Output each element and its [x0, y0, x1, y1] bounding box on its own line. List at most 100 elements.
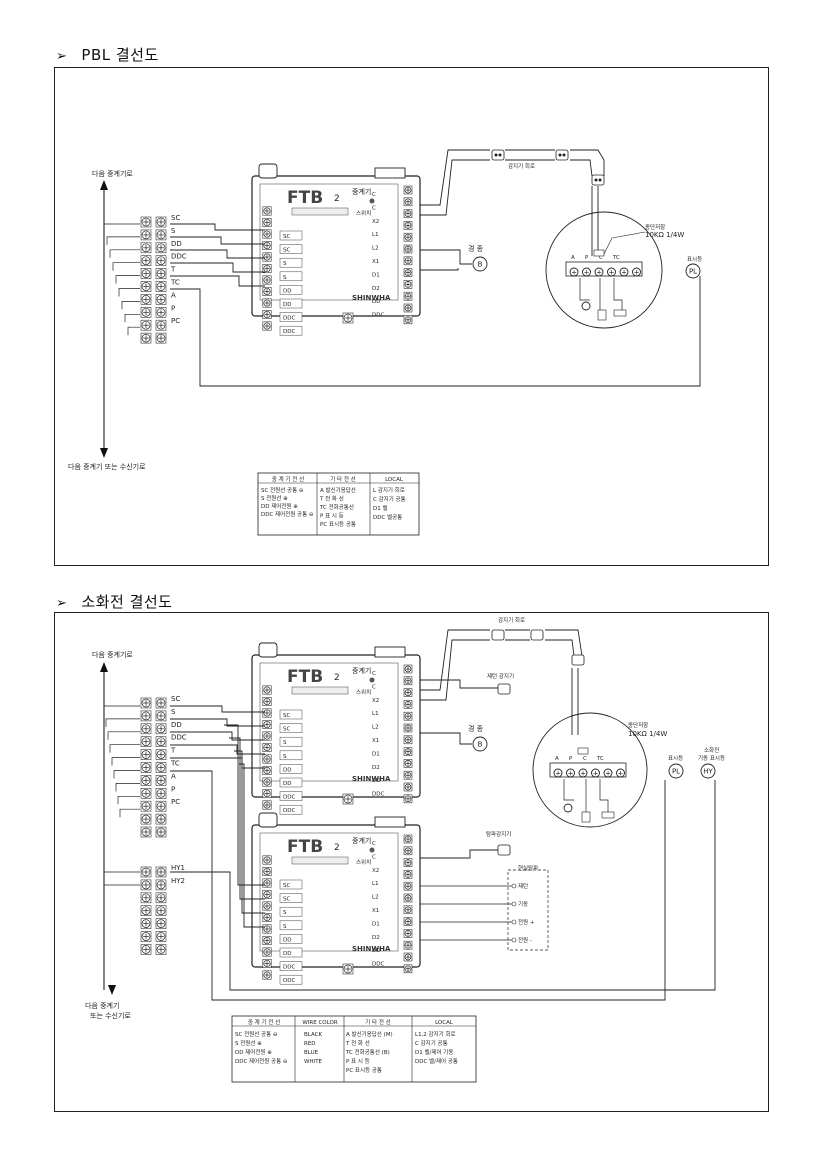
terminal-tag: [279, 709, 303, 720]
screw-icon: [403, 700, 413, 709]
terminal-tag: [279, 804, 303, 815]
screw-icon: [262, 788, 272, 798]
legend-row: DDC 벨/제어 공통: [415, 1057, 458, 1065]
screw-icon: [262, 924, 272, 934]
screw-icon: [403, 291, 413, 301]
right-terminal-label: C: [372, 192, 376, 198]
screw-icon: [140, 749, 152, 760]
module-title: 중계기: [352, 187, 371, 196]
left-terminal-label: S: [283, 275, 287, 281]
right-terminal-label: C: [372, 854, 376, 860]
hydrant-lamp-icon: [700, 763, 716, 779]
arrow-up-icon: [100, 180, 108, 190]
hose-sensor-icon: [497, 844, 511, 856]
mount-tab: [374, 816, 406, 828]
lamp-icon: [563, 803, 573, 813]
station-screw-icon-label: +: [571, 269, 577, 277]
switch-icon: [581, 811, 591, 823]
station-screw-icon-label: +: [621, 269, 627, 277]
right-terminal-label: C: [372, 684, 376, 690]
field-item-label: 기동: [518, 900, 528, 908]
left-terminal-label: DD: [283, 937, 291, 943]
screw-icon: [262, 218, 272, 228]
screw-icon: [403, 711, 413, 721]
wire: [170, 262, 265, 273]
bus-wire: [127, 326, 140, 336]
arrow-down-icon: [108, 985, 116, 995]
wire: [234, 750, 265, 914]
legend-row: P 표 시 등: [346, 1058, 370, 1065]
wire: [170, 705, 265, 713]
screw-icon: [140, 866, 152, 878]
dip-switch: [291, 686, 349, 695]
switch-label: 스위치: [356, 688, 371, 696]
module-board: [259, 832, 399, 952]
indicator-lamp-icon-label: PL: [672, 768, 680, 776]
bus-wire: [117, 795, 140, 805]
s1-terminal-label: S: [171, 227, 176, 235]
field-terminal-icon: [511, 937, 517, 943]
screw-icon: [155, 866, 167, 878]
screw-icon: [403, 881, 413, 891]
sensor-wire: [570, 159, 593, 177]
right-terminal-label: C: [372, 205, 376, 211]
screw-icon: [403, 676, 413, 686]
module-logo: FTB: [287, 188, 323, 208]
legend-row: PC 표시등 공통: [320, 521, 356, 528]
right-terminal-label: D2: [372, 286, 380, 292]
station-screw-icon-label: +: [609, 269, 615, 277]
phone-jack-icon: [601, 811, 615, 819]
left-terminal-label: DD: [283, 951, 291, 957]
sensor-wire: [420, 639, 490, 701]
module-board: [259, 662, 399, 782]
module-title: 중계기: [352, 666, 371, 675]
field-item-label: 전원 +: [518, 918, 535, 926]
hose-sensor-wire: [420, 849, 500, 859]
sensor-dot: [562, 153, 566, 157]
station-screw-icon-label: +: [593, 770, 599, 778]
wire: [224, 724, 265, 886]
station-screw-icon: [553, 768, 563, 778]
station-wire: [599, 779, 609, 812]
sensor-dot: [598, 178, 602, 182]
bell-icon-label: B: [478, 261, 483, 269]
alarm-wire: [420, 268, 459, 271]
screw-icon: [262, 742, 272, 752]
screw-icon: [155, 905, 167, 917]
station-screw-icon-label: +: [580, 770, 586, 778]
s2-terminal-label: PC: [171, 798, 180, 806]
terminal-tag: [279, 879, 303, 890]
screw-icon: [140, 242, 152, 254]
bus-wire: [111, 757, 140, 766]
screw-icon: [155, 294, 167, 305]
sensor-wire: [545, 639, 575, 657]
screw-icon: [155, 306, 167, 318]
field-panel-label: 현실탐파: [518, 864, 538, 872]
field-item-label: 제턴: [518, 882, 528, 890]
brand-label: SHINWHA: [352, 294, 391, 302]
next-relay-top-label: 다음 중계기로: [92, 169, 133, 178]
screw-icon: [155, 723, 167, 735]
hydrant-lamp-icon-label: HY: [703, 768, 713, 776]
screw-icon: [155, 736, 167, 748]
screw-icon: [140, 736, 152, 748]
s1-terminal-label: DD: [171, 240, 182, 248]
legend-row: C 감지기 공통: [415, 1039, 448, 1047]
relay-module: [251, 812, 421, 985]
sensor-wire: [420, 149, 490, 206]
screw-icon: [262, 901, 272, 911]
screw-icon: [262, 777, 272, 787]
sensor-icon: [555, 149, 569, 161]
legend-table: [231, 1015, 477, 1083]
screw-icon: [403, 197, 413, 207]
bus-wire: [119, 808, 140, 818]
left-terminal-label: DDC: [283, 965, 295, 971]
bus-wire: [105, 718, 140, 727]
screw-icon: [403, 794, 413, 804]
station-screw-icon-label: +: [584, 269, 590, 277]
screw-icon: [403, 952, 413, 962]
screw-icon: [262, 912, 272, 922]
legend-row: T 전 화 선: [319, 495, 344, 503]
sensor-icon: [530, 629, 544, 641]
terminal-tag: [279, 934, 303, 944]
